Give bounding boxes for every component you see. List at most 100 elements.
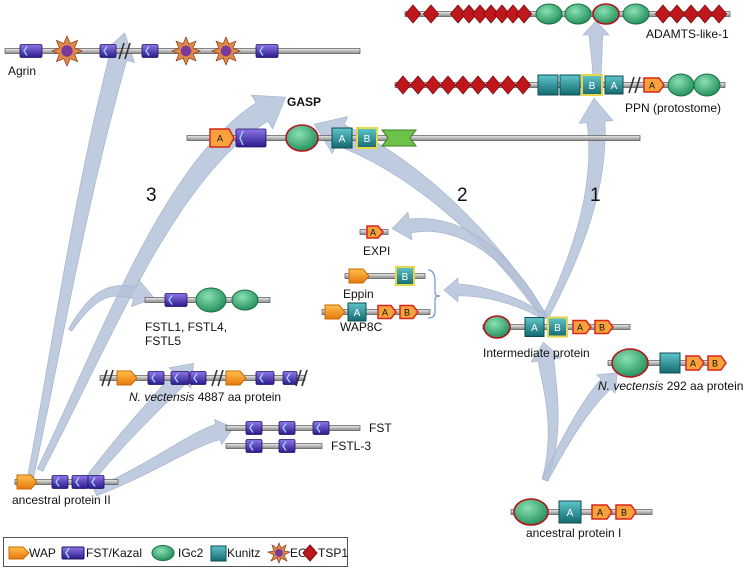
fst-kazal-mark [316, 423, 321, 433]
nv4887-desc: 4887 aa protein [194, 390, 282, 404]
egf-core [220, 45, 232, 57]
tsp1-domain [514, 75, 532, 95]
fst-label: FST [369, 421, 392, 435]
kunitz-domain [524, 317, 545, 337]
tsp1-domain [668, 4, 686, 24]
fst-kazal-mark [282, 441, 287, 451]
igc2-domain [622, 3, 650, 25]
fstl3-architecture [225, 439, 323, 453]
tsp1-domain [424, 75, 442, 95]
arrow-number-2: 2 [457, 185, 468, 206]
fst-architecture [225, 421, 361, 435]
fst-kazal-mark [193, 373, 198, 383]
fstl-label-line2: FSTL5 [145, 334, 182, 348]
arrow-intermediate-to-ppn [541, 97, 614, 320]
fst-kazal-domain [71, 475, 89, 489]
ab-domain [209, 128, 235, 148]
kunitz-b-letter: B [554, 323, 561, 334]
tsp1-domain [404, 4, 422, 24]
fst-kazal-domain [245, 421, 263, 435]
ab-letter: B [599, 323, 605, 333]
ab-letter: B [712, 359, 718, 369]
backbone-line [344, 273, 426, 279]
backbone-line [225, 443, 323, 449]
kunitz-b-domain [356, 127, 378, 149]
bracket [427, 269, 441, 319]
igc2-icon [151, 545, 175, 561]
fst-kazal-mark [286, 373, 291, 383]
wap-domain [324, 304, 346, 320]
legend-wap-label: WAP [29, 546, 56, 560]
wap-domain [348, 268, 370, 284]
kunitz-icon [210, 545, 227, 562]
ab-domain [591, 504, 613, 520]
tsp1-domain [422, 4, 440, 24]
legend-kunitz: Kunitz [209, 544, 260, 562]
intermediate-protein-label: Intermediate protein [483, 346, 590, 360]
expi-label: EXPI [363, 244, 391, 258]
igc2-domain [592, 3, 620, 25]
kunitz-letter: A [531, 323, 538, 334]
eppin-label: Eppin [343, 287, 374, 301]
tsp1-domain [469, 75, 487, 95]
kunitz-b-letter: B [364, 134, 371, 145]
kunitz-domain [559, 74, 581, 96]
ab-domain [615, 504, 637, 520]
ancestral-protein-ii-architecture [14, 474, 119, 490]
ab-domain [377, 304, 397, 320]
tsp1-domain [504, 4, 522, 24]
tsp1-domain [409, 75, 427, 95]
tsp1-domain [482, 4, 500, 24]
tsp1-domain [696, 4, 714, 24]
fstl3-label: FSTL-3 [331, 439, 372, 453]
tsp1-domain [454, 75, 472, 95]
ab-letter: A [597, 508, 603, 518]
arrow-ppn-to-adamts [582, 20, 610, 91]
ancestral-protein-ii-label: ancestral protein II [12, 493, 111, 507]
fst-kazal-domain [282, 371, 298, 385]
fstl-label-line1: FSTL1, FSTL4, [145, 320, 228, 334]
kunitz-b-domain [581, 74, 603, 96]
wap-domain [225, 370, 247, 386]
nv292-species: N. vectensis [598, 379, 664, 393]
ab-letter: A [382, 308, 388, 318]
legend-tsp1: TSP1 [302, 544, 348, 562]
ancestral-protein-i-label: ancestral protein I [526, 526, 622, 540]
fst-kazal-mark [91, 477, 96, 487]
arrow-number-1: 1 [590, 185, 601, 206]
fst-kazal-domain [278, 421, 296, 435]
fst-kazal-mark [259, 373, 264, 383]
nv292-desc: 292 aa protein [663, 379, 744, 393]
fst-kazal-mark [249, 423, 254, 433]
nv4887-architecture [99, 369, 308, 387]
fst-kazal-icon [61, 546, 85, 560]
ab-letter: A [217, 134, 223, 144]
kunitz-domain [604, 75, 624, 95]
igc2-domain [611, 348, 649, 378]
kunitz-b-domain [547, 316, 568, 338]
kunitz-letter: A [354, 308, 361, 319]
fst-kazal-domain [147, 371, 165, 385]
tsp1-domain [515, 4, 533, 24]
ppn-label: PPN (protostome) [625, 101, 722, 115]
fst-kazal-mark [282, 423, 287, 433]
fst-kazal-mark [103, 46, 108, 56]
gasp-label: GASP [287, 95, 322, 109]
igc2-domain [513, 498, 549, 526]
igc2-domain [285, 124, 319, 152]
arrow-anc2-to-agrin [26, 32, 135, 481]
legend-fst: FST/Kazal [60, 544, 142, 562]
fst-kazal-domain [245, 439, 263, 453]
kunitz-letter: A [567, 508, 574, 519]
ab-domain [707, 355, 727, 371]
tsp1-domain [394, 75, 412, 95]
legend-igc2-label: IGc2 [178, 546, 204, 560]
wap-domain [16, 474, 38, 490]
green-chevron-domain [381, 129, 417, 147]
